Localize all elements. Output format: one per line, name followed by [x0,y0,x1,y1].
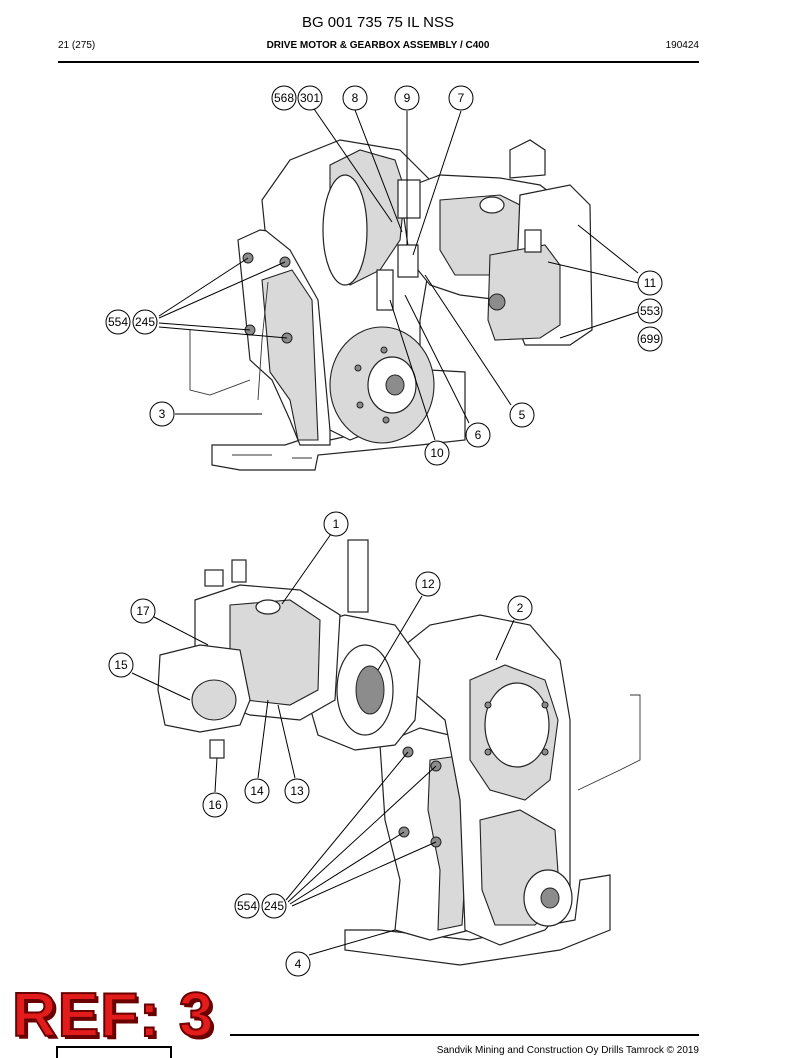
callout-301: 301 [297,85,323,111]
svg-text:12: 12 [421,577,435,591]
callout-4: 4 [285,951,311,977]
document-number: BG 001 735 75 IL NSS [301,14,455,31]
svg-text:15: 15 [114,658,128,672]
svg-text:553: 553 [640,304,660,318]
callout-10: 10 [424,440,450,466]
callout-245-bottom: 245 [261,893,287,919]
callout-3: 3 [149,401,175,427]
svg-text:2: 2 [517,601,524,615]
callout-17: 17 [130,598,156,624]
top-assembly-drawing [189,139,593,471]
callout-16: 16 [202,792,228,818]
svg-text:568: 568 [274,91,294,105]
svg-text:7: 7 [458,91,465,105]
callout-554-bottom: 554 [234,893,260,919]
callout-5: 5 [509,402,535,428]
svg-text:554: 554 [108,315,128,329]
callout-14: 14 [244,778,270,804]
svg-text:14: 14 [250,784,264,798]
callout-1: 1 [323,511,349,537]
page-title: DRIVE MOTOR & GEARBOX ASSEMBLY / C400 [266,40,490,51]
callout-11: 11 [637,270,663,296]
svg-text:9: 9 [404,91,411,105]
svg-text:13: 13 [290,784,304,798]
sandvik-logo-icon [56,1046,172,1058]
callout-553: 553 [637,298,663,324]
svg-text:554: 554 [237,899,257,913]
bottom-assembly-drawing [157,539,641,966]
callout-2: 2 [507,595,533,621]
callout-245-top: 245 [132,309,158,335]
ref-stamp: REF: 3 [11,981,215,1050]
page-number: 21 (275) [58,40,96,51]
callout-12: 12 [415,571,441,597]
svg-text:11: 11 [644,276,657,290]
footer-rule [230,1034,699,1036]
callouts: 568 301 8 9 7 11 553 699 554 245 3 5 6 1… [105,85,663,977]
revision-date: 190424 [665,40,699,51]
svg-text:4: 4 [295,957,302,971]
callout-9: 9 [394,85,420,111]
svg-text:5: 5 [519,408,526,422]
bottom-leader-lines [131,533,515,956]
svg-text:699: 699 [640,332,660,346]
footer-copyright: Sandvik Mining and Construction Oy Drill… [436,1045,699,1056]
svg-text:3: 3 [159,407,166,421]
callout-554-top: 554 [105,309,131,335]
svg-text:17: 17 [136,604,150,618]
callout-8: 8 [342,85,368,111]
svg-text:245: 245 [264,899,284,913]
top-leader-lines [158,105,639,441]
callout-6: 6 [465,422,491,448]
callout-568: 568 [271,85,297,111]
svg-text:16: 16 [208,798,222,812]
callout-15: 15 [108,652,134,678]
svg-text:301: 301 [300,91,320,105]
svg-text:1: 1 [333,517,340,531]
callout-13: 13 [284,778,310,804]
svg-text:6: 6 [475,428,482,442]
callout-699: 699 [637,326,663,352]
svg-text:8: 8 [352,91,359,105]
svg-text:10: 10 [430,446,444,460]
svg-text:245: 245 [135,315,155,329]
header-rule [58,61,699,63]
callout-7: 7 [448,85,474,111]
